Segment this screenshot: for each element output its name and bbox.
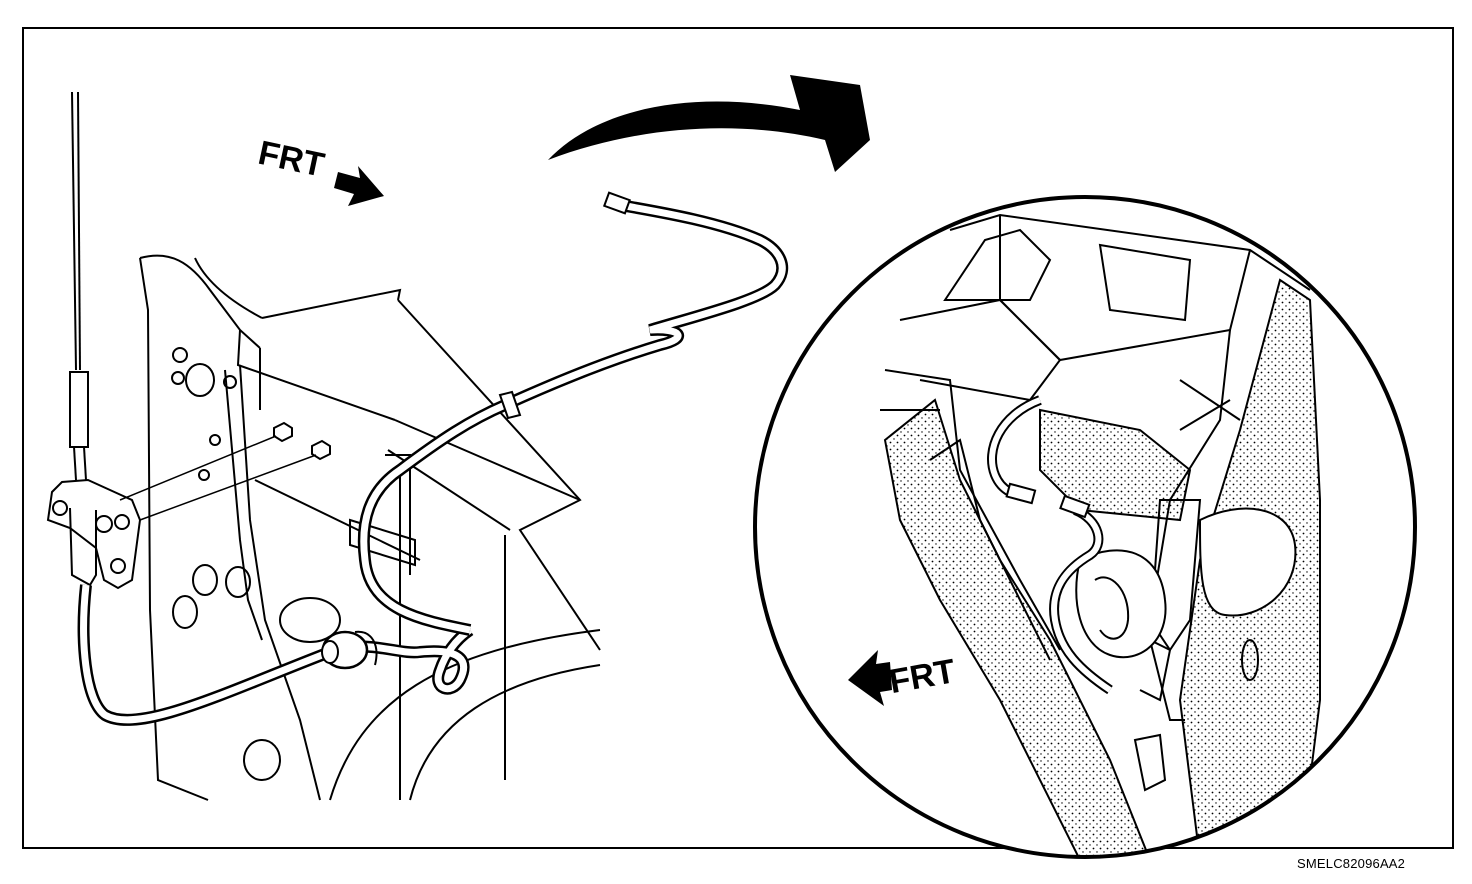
figure-frame xyxy=(22,27,1454,849)
curved-arrow-icon xyxy=(548,75,870,172)
frt-direction-main: FRT xyxy=(255,134,384,206)
antenna-base xyxy=(46,478,142,590)
frt-label-main: FRT xyxy=(255,134,328,185)
arrow-icon xyxy=(848,650,892,706)
figure-code: SMELC82096AA2 xyxy=(1297,856,1406,871)
body-panel xyxy=(139,254,601,801)
antenna-cable xyxy=(77,191,789,726)
mounting-nuts xyxy=(119,421,331,521)
detail-view: FRT xyxy=(753,195,1417,859)
sealer-area-center xyxy=(1039,408,1192,522)
antenna-mast xyxy=(69,91,89,481)
arrow-icon xyxy=(334,166,384,206)
